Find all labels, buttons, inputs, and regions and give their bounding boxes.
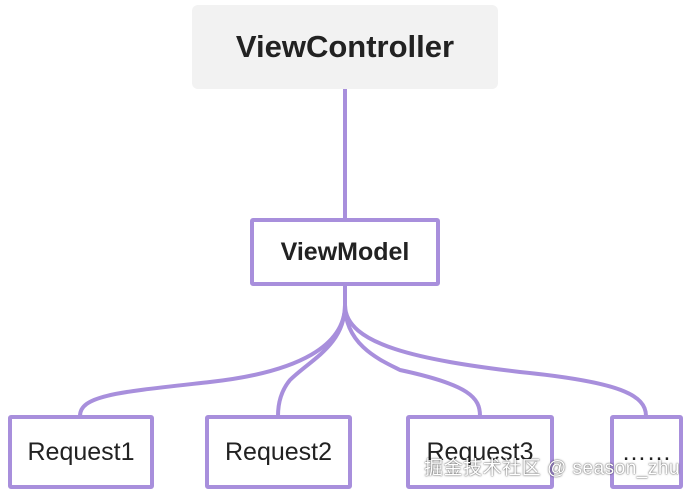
node-request3: Request3 (406, 415, 554, 489)
node-request2: Request2 (205, 415, 352, 489)
node-request3-label: Request3 (426, 437, 534, 466)
node-viewcontroller-label: ViewController (235, 29, 455, 64)
connector-viewmodel-to-request2 (276, 284, 347, 418)
node-request1-label: Request1 (27, 437, 135, 466)
node-more: …… (610, 415, 683, 489)
connector-viewmodel-to-more (343, 284, 648, 418)
node-more-label: …… (621, 437, 672, 466)
node-viewcontroller: ViewController (192, 5, 498, 89)
node-viewmodel: ViewModel (250, 218, 440, 286)
node-viewmodel-label: ViewModel (280, 237, 410, 266)
node-request2-label: Request2 (224, 437, 333, 466)
connector-viewmodel-to-request3 (343, 284, 482, 418)
watermark-text: 掘金技术社区 @ season_zhu (424, 458, 680, 479)
connector-viewmodel-to-request1 (78, 284, 347, 418)
node-request1: Request1 (8, 415, 154, 489)
